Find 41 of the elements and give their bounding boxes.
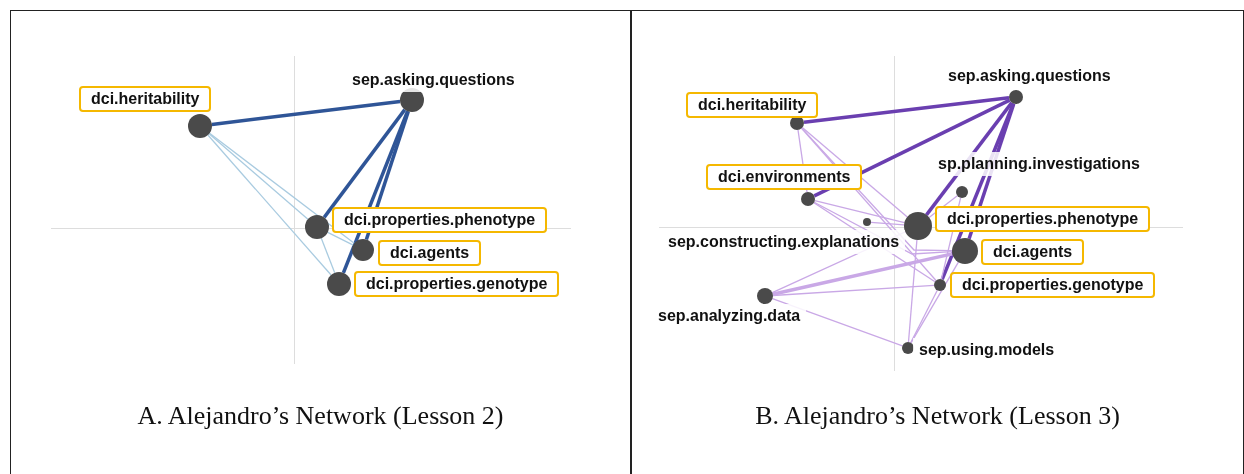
highlighted-node-label: dci.agents: [378, 240, 482, 266]
network-node-dot: [757, 288, 773, 304]
network-node-dot: [863, 218, 871, 226]
panel-caption: A. Alejandro’s Network (Lesson 2): [136, 401, 505, 431]
network-edge: [814, 200, 906, 224]
network-node-dot: [1009, 90, 1023, 104]
highlighted-node-label: dci.properties.genotype: [950, 272, 1156, 298]
figure-panel: [10, 10, 631, 474]
network-edge: [322, 108, 407, 219]
highlighted-node-label: dci.environments: [706, 164, 863, 190]
network-edge: [772, 252, 953, 296]
network-edge: [870, 221, 905, 226]
network-node-dot: [902, 342, 914, 354]
highlighted-node-label: dci.properties.genotype: [354, 271, 560, 297]
network-node-dot: [801, 192, 815, 206]
network-node-dot: [352, 239, 374, 261]
network-edge: [320, 237, 336, 274]
highlighted-node-label: dci.properties.phenotype: [332, 207, 548, 233]
network-edge: [803, 96, 1010, 124]
network-edge: [771, 298, 904, 347]
highlighted-node-label: dci.agents: [981, 239, 1085, 265]
network-edge: [207, 134, 332, 276]
figure-panel: [631, 10, 1244, 474]
network-edge: [910, 289, 938, 344]
network-node-dot: [904, 212, 932, 240]
network-edge: [208, 133, 309, 220]
network-node-dot: [956, 186, 968, 198]
network-edge: [327, 231, 354, 246]
highlighted-node-label: dci.heritability: [79, 86, 212, 112]
network-node-dot: [952, 238, 978, 264]
panel-caption: B. Alejandro’s Network (Lesson 3): [754, 401, 1121, 431]
network-node-dot: [327, 272, 351, 296]
network-edge: [772, 284, 935, 297]
network-edge: [208, 132, 355, 244]
network-node-dot: [188, 114, 212, 138]
network-edge: [907, 239, 918, 343]
network-node-dot: [305, 215, 329, 239]
highlighted-node-label: dci.properties.phenotype: [935, 206, 1151, 232]
network-node-dot: [934, 279, 946, 291]
network-edge: [211, 99, 401, 127]
highlighted-node-label: dci.heritability: [686, 92, 819, 118]
